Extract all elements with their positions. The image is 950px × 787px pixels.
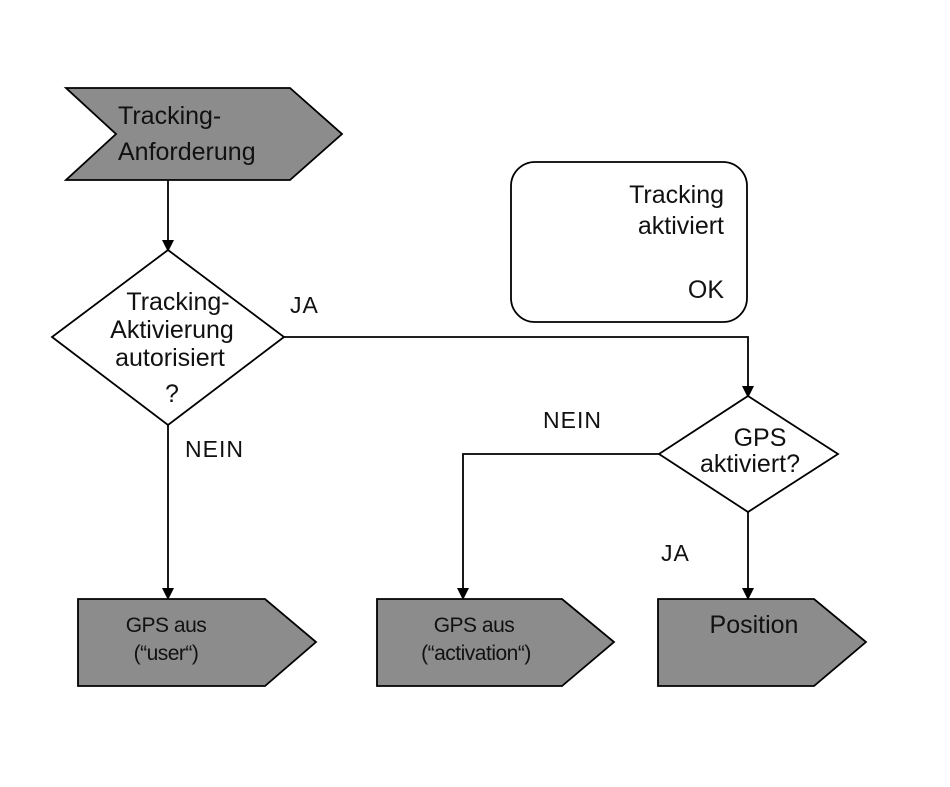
edge-label-gps-yes: JA [661, 540, 690, 566]
decision-gps-line1: GPS [734, 424, 787, 452]
edge-auth-yes [284, 337, 748, 396]
end-node-activation-line1: GPS aus [434, 614, 515, 637]
decision-auth-line2: Aktivierung [110, 316, 234, 344]
status-box-line2: aktiviert [638, 212, 724, 240]
end-node-position-line1: Position [710, 611, 799, 639]
edge-label-gps-no: NEIN [543, 407, 602, 433]
decision-auth-line4: ? [165, 380, 179, 408]
decision-auth-line3: autorisiert [115, 344, 225, 372]
edge-label-auth-no: NEIN [185, 436, 244, 462]
edge-label-auth-yes: JA [290, 292, 319, 318]
status-box-line1: Tracking [629, 181, 724, 209]
edge-gps-no [463, 454, 659, 598]
end-node-user-line2: (“user“) [134, 642, 199, 665]
start-node-line1: Tracking- [118, 102, 221, 130]
decision-gps-line2: aktiviert? [700, 450, 800, 478]
decision-auth-line1: Tracking- [126, 288, 229, 316]
end-node-user-line1: GPS aus [126, 614, 207, 637]
status-box-line3: OK [688, 276, 724, 304]
start-node-line2: Anforderung [118, 138, 256, 166]
end-node-activation-line2: (“activation“) [421, 642, 531, 665]
